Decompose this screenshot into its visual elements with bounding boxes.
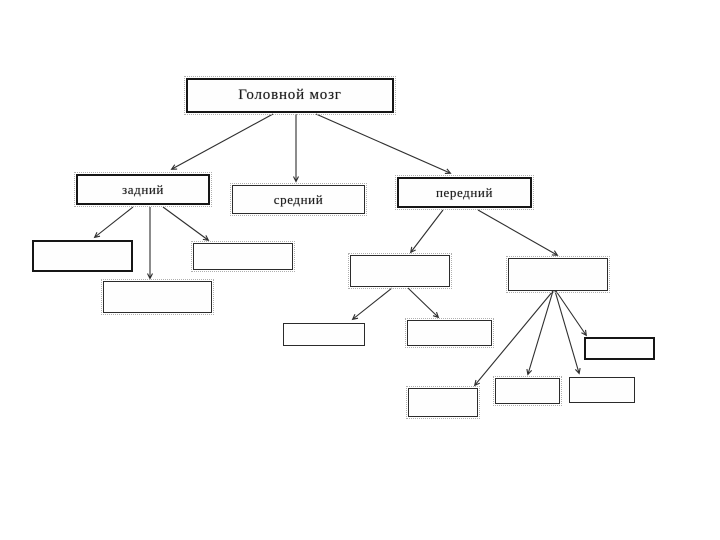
node-fore-child-2	[506, 256, 610, 293]
node-fore2-child-3	[569, 377, 635, 403]
node-fore1-child-2	[405, 318, 494, 348]
node-midbrain: средний	[230, 183, 367, 216]
node-label-hindbrain: задний	[122, 181, 164, 197]
node-hind-child-2	[101, 279, 214, 315]
edge-root-to-hindbrain	[170, 113, 274, 170]
edge-fore-child-2-to-fore2-child-1	[473, 290, 554, 387]
node-hind-child-1	[32, 240, 133, 272]
node-label-forebrain: передний	[435, 184, 494, 200]
node-root: Головной мозг	[184, 76, 396, 115]
edge-forebrain-to-fore-child-2	[477, 209, 559, 256]
node-fore-child-1	[348, 253, 452, 289]
node-fore2-child-2	[493, 376, 562, 406]
edge-hindbrain-to-hind-child-1	[93, 206, 134, 239]
edge-root-to-forebrain	[315, 113, 452, 175]
edge-hindbrain-to-hind-child-3	[162, 206, 210, 242]
node-forebrain: передний	[395, 175, 534, 210]
node-label-midbrain: средний	[273, 191, 324, 207]
edge-fore-child-2-to-fore2-child-4	[555, 290, 587, 337]
node-fore2-child-1	[406, 386, 480, 419]
node-hind-child-3	[191, 241, 295, 272]
node-fore1-child-1	[283, 323, 365, 346]
edge-fore-child-2-to-fore2-child-3	[554, 290, 581, 375]
node-fore2-child-4	[584, 337, 655, 360]
edge-fore-child-1-to-fore1-child-2	[407, 287, 440, 319]
edge-fore-child-2-to-fore2-child-2	[526, 290, 554, 376]
node-hindbrain: задний	[74, 172, 212, 207]
edge-forebrain-to-fore-child-1	[409, 209, 444, 254]
edge-fore-child-1-to-fore1-child-1	[351, 287, 393, 321]
node-label-root: Головной мозг	[238, 87, 342, 103]
